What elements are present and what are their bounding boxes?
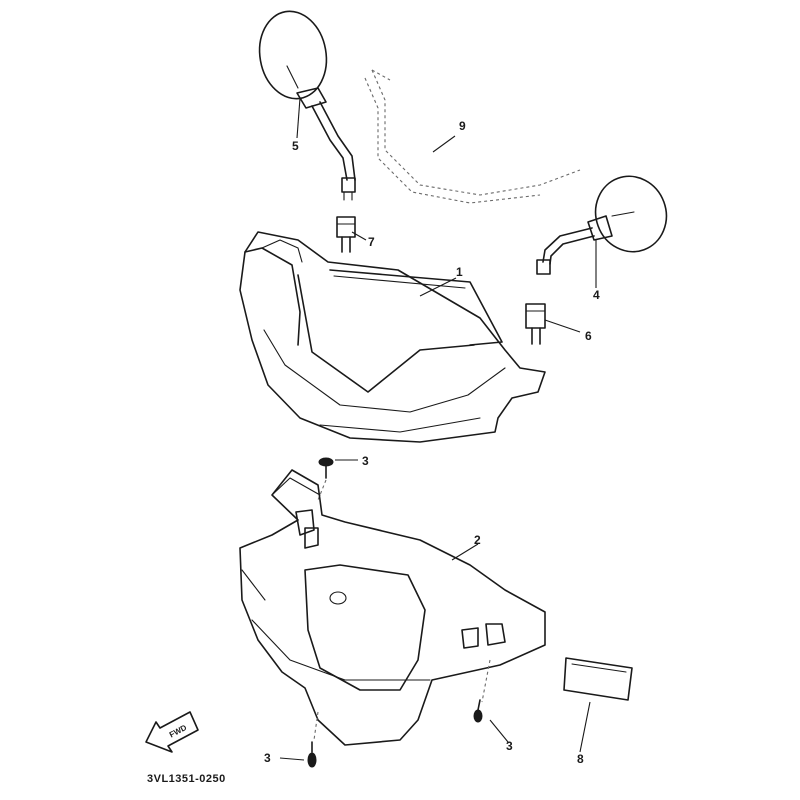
nut-right <box>525 303 546 345</box>
leader-lines <box>279 97 597 761</box>
callout-screw-bottom-right: 3 <box>506 739 513 753</box>
callout-numbers: 1 2 3 3 3 4 5 6 7 8 9 <box>264 119 600 766</box>
mirror-left <box>258 10 356 201</box>
callout-screw-top: 3 <box>362 454 369 468</box>
mirror-right <box>536 175 668 275</box>
nut-left <box>336 216 356 253</box>
figure-code: 3VL1351-0250 <box>147 773 226 785</box>
upper-handlebar-cover <box>239 231 546 443</box>
callout-lower-cover: 2 <box>474 533 481 547</box>
screw-bottom-right <box>473 659 491 723</box>
windshield <box>364 69 581 204</box>
callout-mirror-right: 4 <box>593 288 600 302</box>
callout-nut-left: 7 <box>368 235 375 249</box>
callout-screw-bottom-left: 3 <box>264 751 271 765</box>
label-plate <box>563 657 633 701</box>
callout-label-plate: 8 <box>577 752 584 766</box>
callout-windshield: 9 <box>459 119 466 133</box>
screw-top <box>317 457 334 501</box>
callout-nut-right: 6 <box>585 329 592 343</box>
lower-handlebar-cover <box>239 469 546 746</box>
callout-upper-cover: 1 <box>456 265 463 279</box>
fwd-arrow: FWD <box>145 711 199 753</box>
callout-mirror-left: 5 <box>292 139 299 153</box>
screw-bottom-left <box>307 711 319 768</box>
